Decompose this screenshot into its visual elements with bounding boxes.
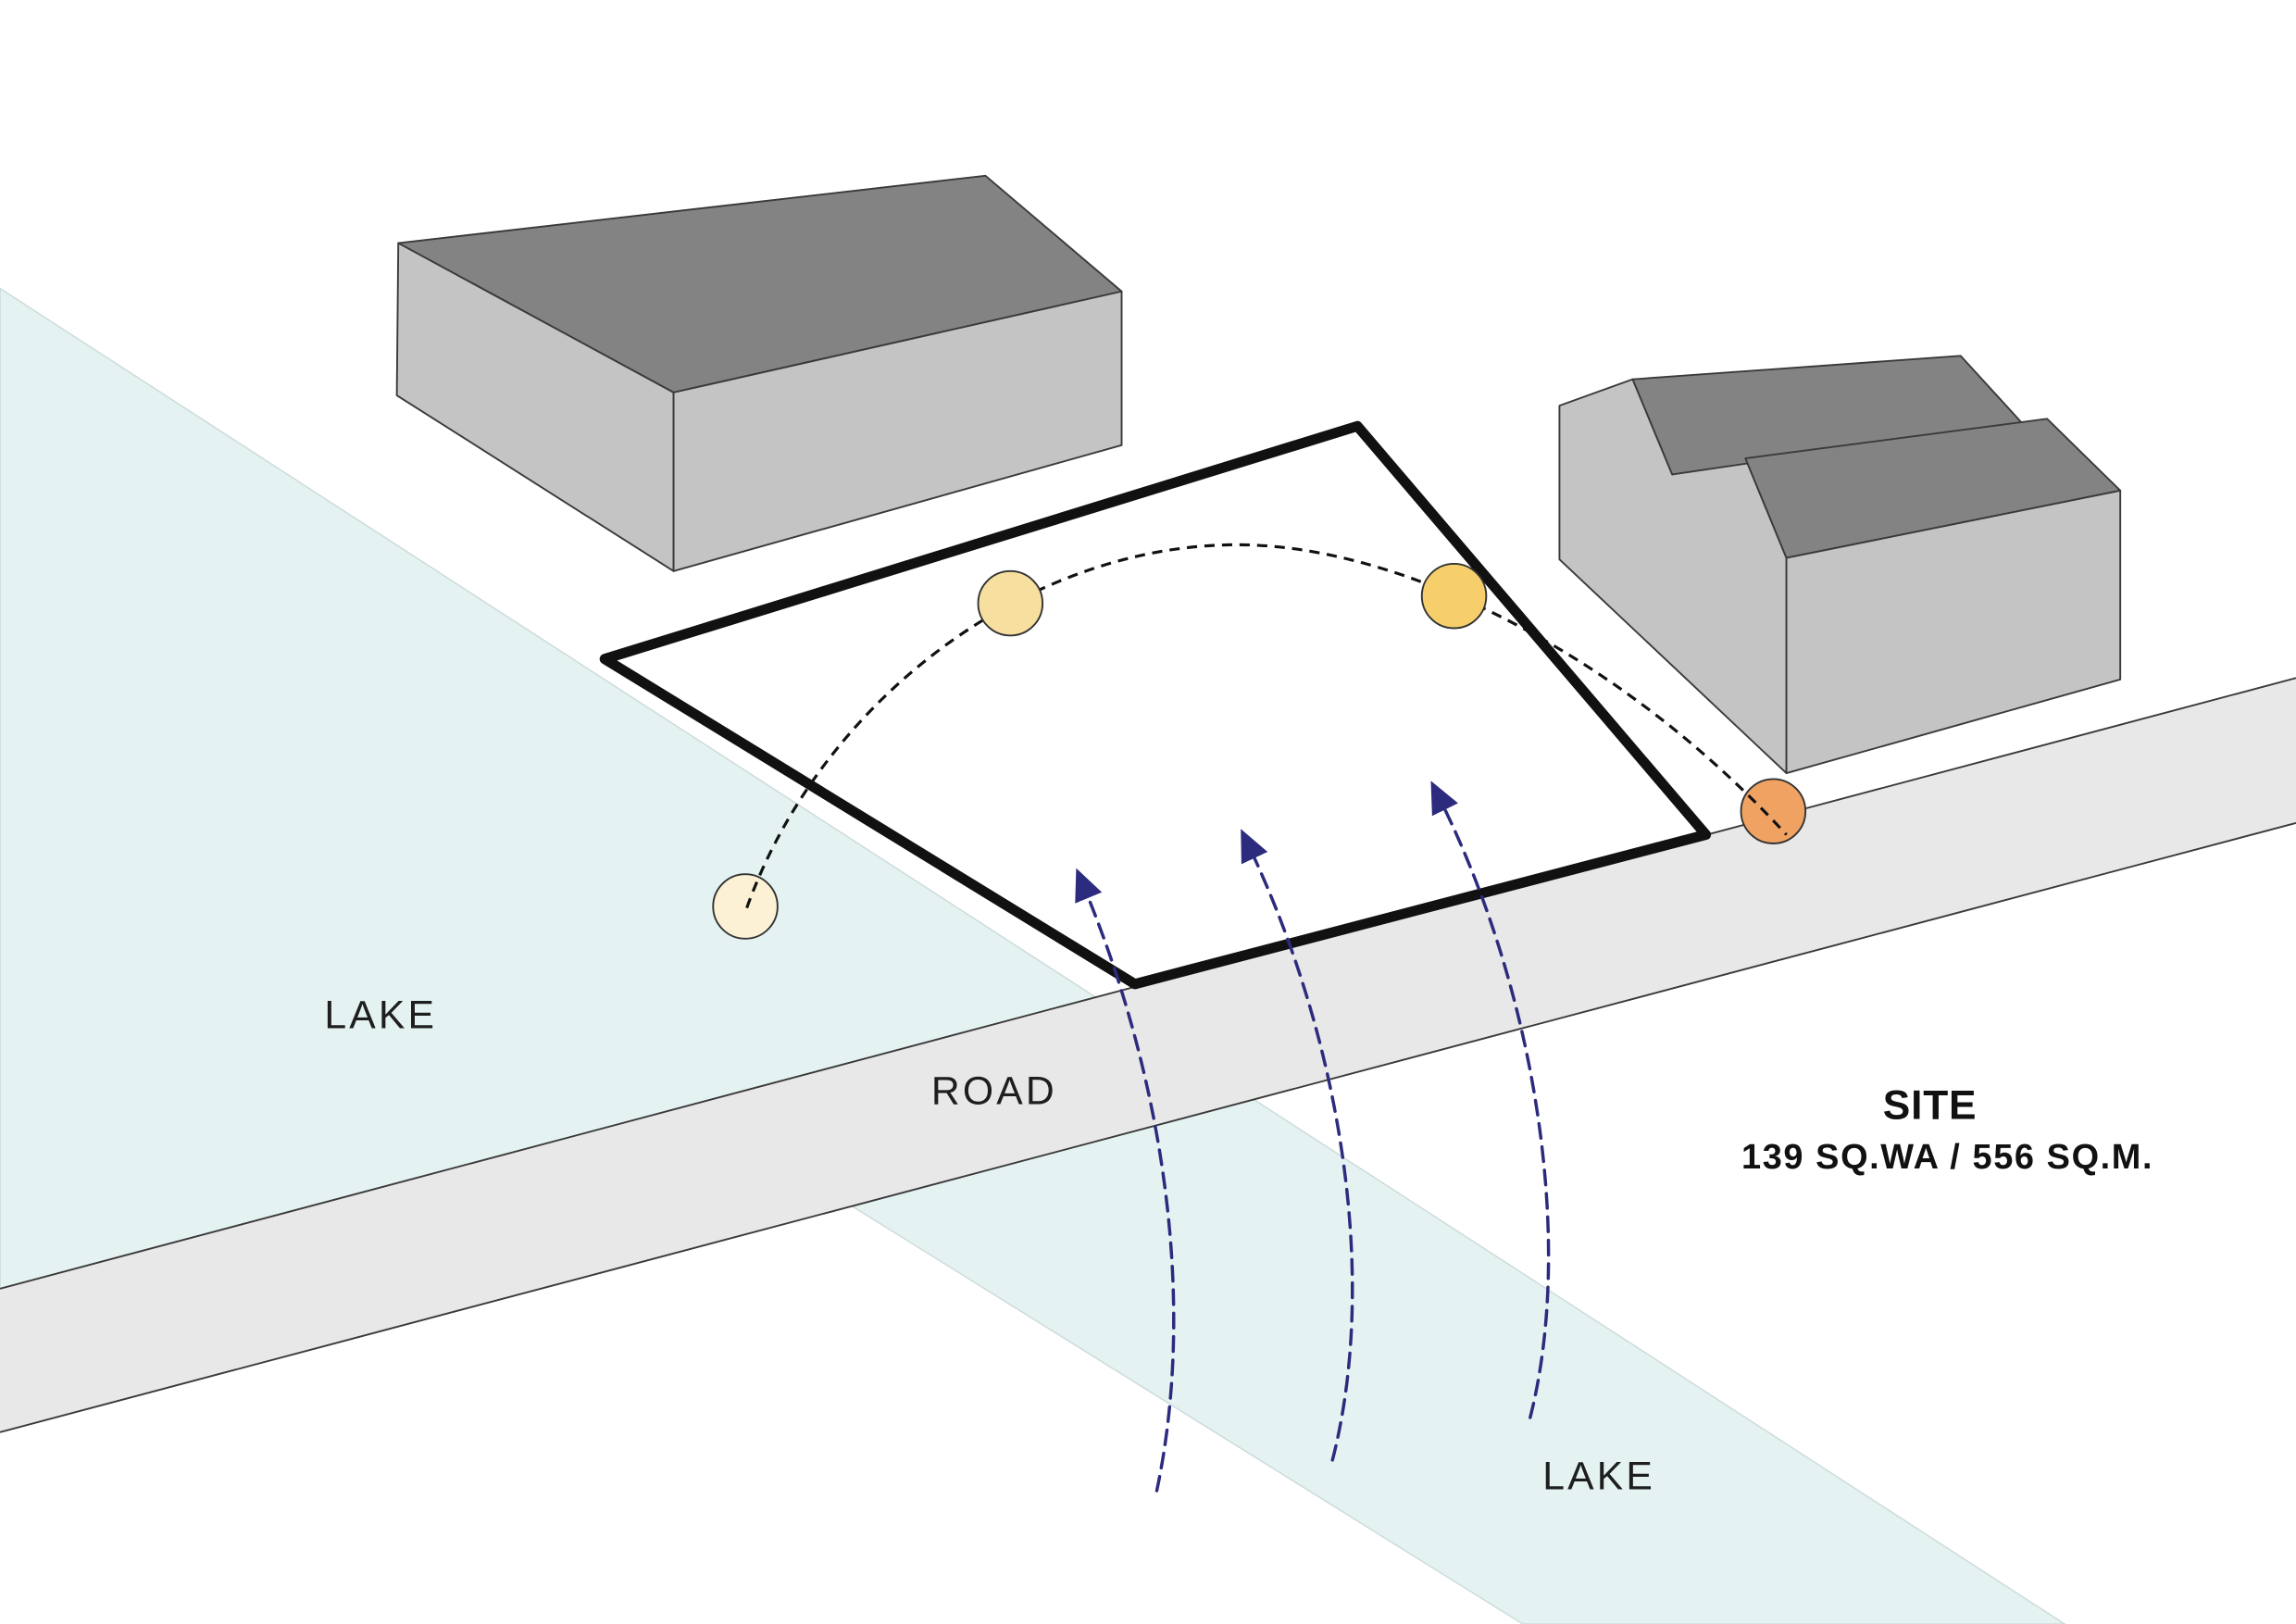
neighbouring-building-west bbox=[395, 174, 1123, 572]
lake-label-south: LAKE bbox=[1542, 1454, 1655, 1498]
sun-path-group bbox=[712, 543, 1807, 940]
road-edge-south bbox=[0, 821, 2296, 1433]
building-wall-front bbox=[1785, 489, 2122, 775]
wind-direction-group bbox=[1075, 781, 1551, 1493]
sun-position-afternoon bbox=[1420, 562, 1488, 630]
wind-arrow bbox=[1430, 781, 1551, 1419]
sun-path-arc bbox=[745, 543, 1788, 909]
wind-arrow bbox=[1241, 829, 1354, 1462]
wind-arrow bbox=[1075, 868, 1176, 1493]
sun-position-morning bbox=[977, 569, 1044, 637]
site-title: SITE bbox=[1883, 1082, 1978, 1128]
lake-label-west: LAKE bbox=[324, 993, 437, 1037]
site-area: 139 SQ.WA / 556 SQ.M. bbox=[1741, 1138, 2153, 1177]
road-label: ROAD bbox=[931, 1069, 1057, 1114]
sun-position-sunrise bbox=[712, 873, 779, 940]
neighbouring-building-east bbox=[1558, 355, 2122, 775]
site-boundary bbox=[599, 420, 1712, 990]
building-wall-front bbox=[672, 290, 1123, 572]
road-surface bbox=[0, 678, 2296, 1432]
sun-position-sunset bbox=[1740, 778, 1807, 844]
